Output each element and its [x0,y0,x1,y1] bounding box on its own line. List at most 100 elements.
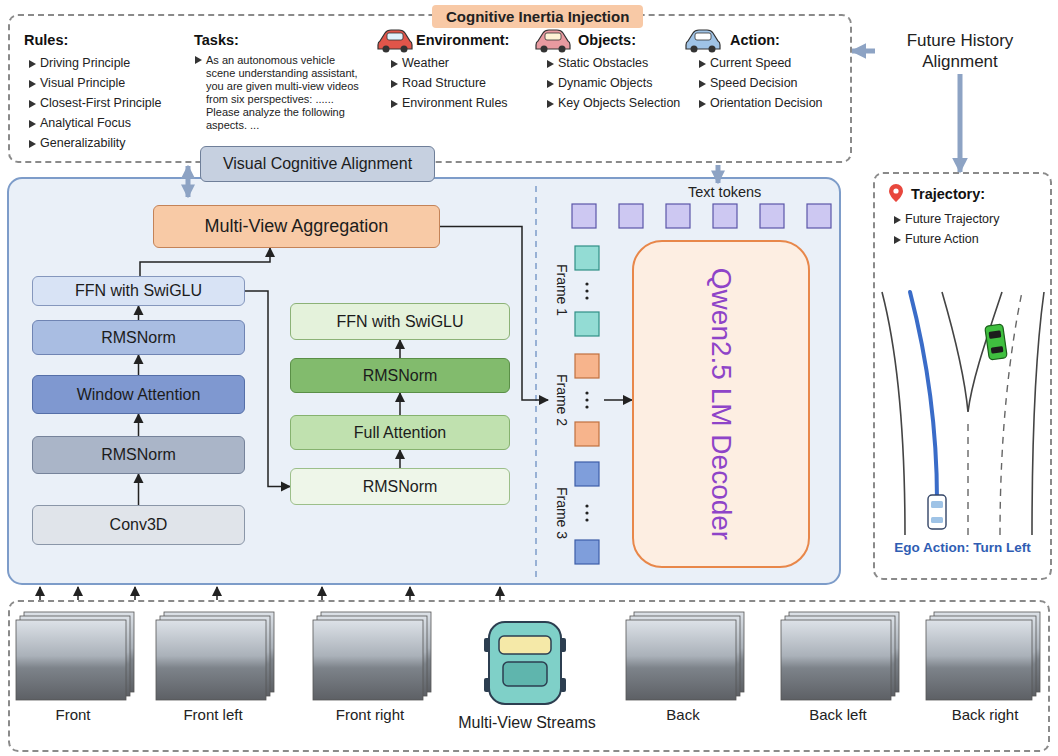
list-item: Visual Principle [40,76,125,91]
road-drawing [882,292,905,535]
frame1-tokens [575,246,599,336]
rotated-label: Frame 2 [554,374,570,426]
norm-box: RMSNorm [290,468,510,505]
list-item: Weather [402,56,449,71]
frame-group: Frame 1 [548,240,604,340]
decoder-box: Qwen2.5 LM Decoder [632,240,810,568]
view-label: Front [8,706,138,723]
input-arrows [39,587,41,600]
text-token-squares [760,204,784,228]
list-item: Key Objects Selection [558,96,680,111]
frame2-tokens [575,354,599,378]
conv-box: Conv3D [32,505,245,545]
rotated-label: Frame 1 [554,264,570,316]
list-item: Analytical Focus [40,116,131,131]
encoder-panel [8,178,840,584]
environment-icon [378,30,412,53]
other-vehicle [989,330,1002,339]
frame-group: Frame 3 [548,458,604,568]
ellipsis-dots [585,296,588,299]
box-label: RMSNorm [363,478,438,496]
ellipsis-dots [585,282,588,285]
road-drawing [1032,292,1044,535]
bullet-arrow [547,60,554,68]
bullet-arrow [547,80,554,88]
other-vehicle [985,324,1008,360]
camera-frames [313,620,423,700]
frame3-tokens [575,462,599,564]
bullet-arrow [894,216,901,224]
box-label: Conv3D [110,516,168,534]
objects-icon [536,30,570,53]
input-arrows [409,587,411,600]
connector-arrow [604,399,632,401]
view-label: Back [618,706,748,723]
ellipsis-dots [585,282,588,521]
list-item: Future Action [905,232,979,247]
connector-arrow [958,74,963,172]
box-label: Full Attention [354,424,447,442]
token-label: Text tokens [688,184,761,200]
bullet-arrow [29,140,36,148]
list-item: Orientation Decision [710,96,823,111]
down-arrow [716,165,721,183]
connector-arrow [399,340,401,358]
camera-frames [156,620,266,700]
car-icon [489,622,561,704]
list-item: Road Structure [402,76,486,91]
list-item: Static Obstacles [558,56,648,71]
section-heading: Objects: [578,32,636,48]
road-drawing [910,292,937,500]
ellipsis-dots [585,289,588,292]
bullet-arrow [699,100,706,108]
action-label: Ego Action: Turn Left [875,540,1050,555]
objects-icon [545,33,561,40]
frame2-tokens [575,422,599,446]
car-icon [560,678,566,692]
other-vehicle [991,346,1004,354]
box-label: RMSNorm [101,446,176,464]
section-heading: Rules: [24,32,68,48]
car-icon [560,638,566,652]
ellipsis-dots [585,405,588,408]
list-item: Environment Rules [402,96,508,111]
action-icon [686,30,720,49]
list-item: Dynamic Objects [558,76,652,91]
ellipsis-dots [585,504,588,507]
list-item: Generalizability [40,136,125,151]
car-icon [503,662,547,686]
rotated-label: Qwen2.5 LM Decoder [705,268,737,540]
connector-arrow [138,355,140,375]
list-item: Driving Principle [40,56,130,71]
text-token-squares [572,204,831,228]
aggregation-box: Multi-View Aggregation [153,205,440,248]
trajectory-panel: Trajectory:Future TrajectoryFuture Actio… [873,172,1052,580]
bullet-arrow [391,80,398,88]
input-arrows [321,587,323,600]
connector-arrow [399,450,401,468]
ellipsis-dots [585,511,588,514]
views-panel: FrontFront leftFront rightMulti-View Str… [8,600,1050,752]
location-pin [889,184,903,202]
action-icon [695,33,711,40]
ego-vehicle [928,495,946,529]
bullet-arrow [699,80,706,88]
action-icon [691,46,698,53]
box-label: Future History Alignment [875,30,1045,72]
list-item: Speed Decision [710,76,798,91]
box-label: Multi-View Aggregation [205,216,389,237]
list-item: Current Speed [710,56,791,71]
input-arrows [216,587,218,600]
box-label: FFN with SwiGLU [336,313,463,331]
connector-arrow [852,49,875,54]
task-text: As an autonomous vehicle scene understan… [206,54,366,132]
list-item: Closest-First Principle [40,96,162,111]
norm-box: RMSNorm [32,436,245,474]
car-icon [484,638,490,652]
ffn-box: FFN with SwiGLU [32,276,245,306]
connector-arrow [140,248,270,276]
text-token-squares [619,204,643,228]
view-label: Front right [305,706,435,723]
input-arrows [40,587,500,600]
